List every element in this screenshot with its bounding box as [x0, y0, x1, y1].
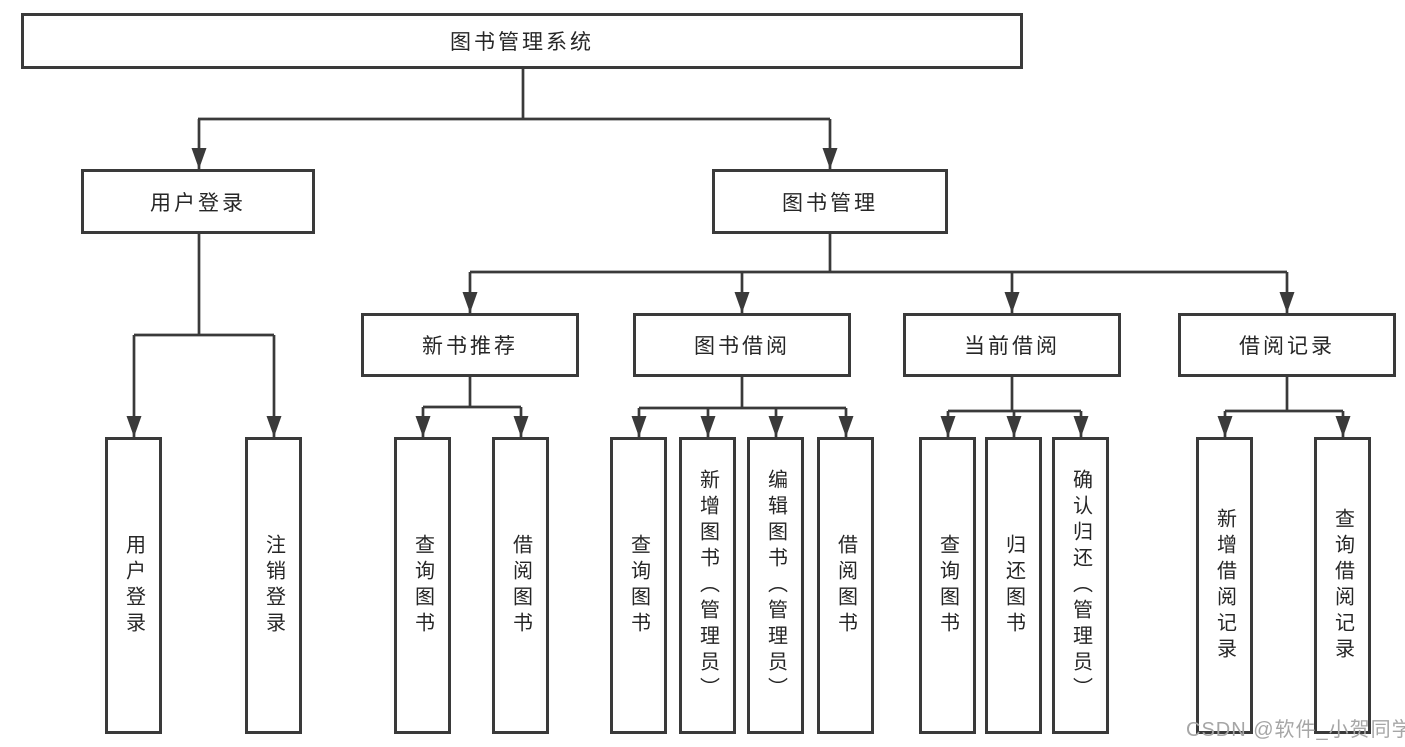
node-new-book-recommendation: 新书推荐 — [361, 313, 579, 377]
node-label: 当前借阅 — [964, 335, 1060, 358]
node-label: 用户登录 — [150, 191, 246, 215]
arrowhead-down-icon — [191, 148, 207, 169]
node-label: 查询图书 — [627, 533, 650, 638]
arrowhead-down-icon — [1335, 416, 1351, 437]
node-label: 查询图书 — [936, 533, 959, 638]
node-label: 图书管理系统 — [450, 31, 594, 54]
arrowhead-down-icon — [1279, 292, 1295, 313]
arrowhead-down-icon — [1004, 292, 1020, 313]
arrowhead-down-icon — [768, 416, 784, 437]
arrowhead-down-icon — [631, 416, 647, 437]
node-label: 新增图书（管理员） — [696, 468, 719, 703]
arrowhead-down-icon — [838, 416, 854, 437]
leaf-confirm-return-admin: 确认归还（管理员） — [1052, 437, 1109, 734]
node-label: 新增借阅记录 — [1213, 507, 1236, 664]
leaf-edit-books-admin: 编辑图书（管理员） — [747, 437, 804, 734]
arrowhead-down-icon — [513, 416, 529, 437]
node-label: 新书推荐 — [422, 335, 518, 358]
node-label: 用户登录 — [122, 533, 145, 638]
leaf-borrow-books-recommend: 借阅图书 — [492, 437, 549, 734]
leaf-logout-login: 注销登录 — [245, 437, 302, 734]
arrowhead-down-icon — [734, 292, 750, 313]
node-label: 图书借阅 — [694, 335, 790, 358]
leaf-add-books-admin: 新增图书（管理员） — [679, 437, 736, 734]
node-label: 查询借阅记录 — [1331, 507, 1354, 664]
arrowhead-down-icon — [700, 416, 716, 437]
arrowhead-down-icon — [126, 416, 142, 437]
leaf-borrow-books-borrowing: 借阅图书 — [817, 437, 874, 734]
watermark: CSDN @软件_小贺同学 — [1186, 719, 1405, 741]
leaf-user-login: 用户登录 — [105, 437, 162, 734]
arrowhead-down-icon — [1006, 416, 1022, 437]
node-user-login: 用户登录 — [81, 169, 315, 234]
node-label: 借阅图书 — [509, 533, 532, 638]
leaf-query-books-current: 查询图书 — [919, 437, 976, 734]
node-label: 借阅记录 — [1239, 335, 1335, 358]
arrowhead-down-icon — [822, 148, 838, 169]
arrowhead-down-icon — [1217, 416, 1233, 437]
arrowhead-down-icon — [415, 416, 431, 437]
node-label: 确认归还（管理员） — [1069, 468, 1092, 703]
node-current-borrowing: 当前借阅 — [903, 313, 1121, 377]
arrowhead-down-icon — [940, 416, 956, 437]
node-label: 注销登录 — [262, 533, 285, 638]
node-label: 编辑图书（管理员） — [764, 468, 787, 703]
arrowhead-down-icon — [1073, 416, 1089, 437]
arrowhead-down-icon — [462, 292, 478, 313]
node-library-management-system: 图书管理系统 — [21, 13, 1023, 69]
node-label: 图书管理 — [782, 191, 878, 215]
node-book-management: 图书管理 — [712, 169, 948, 234]
node-label: 查询图书 — [411, 533, 434, 638]
leaf-return-books: 归还图书 — [985, 437, 1042, 734]
leaf-add-borrow-record: 新增借阅记录 — [1196, 437, 1253, 734]
arrowhead-down-icon — [266, 416, 282, 437]
leaf-query-borrow-record: 查询借阅记录 — [1314, 437, 1371, 734]
node-borrowing-records: 借阅记录 — [1178, 313, 1396, 377]
node-label: 借阅图书 — [834, 533, 857, 638]
node-label: 归还图书 — [1002, 533, 1025, 638]
leaf-query-books-recommend: 查询图书 — [394, 437, 451, 734]
leaf-query-books-borrowing: 查询图书 — [610, 437, 667, 734]
node-book-borrowing: 图书借阅 — [633, 313, 851, 377]
